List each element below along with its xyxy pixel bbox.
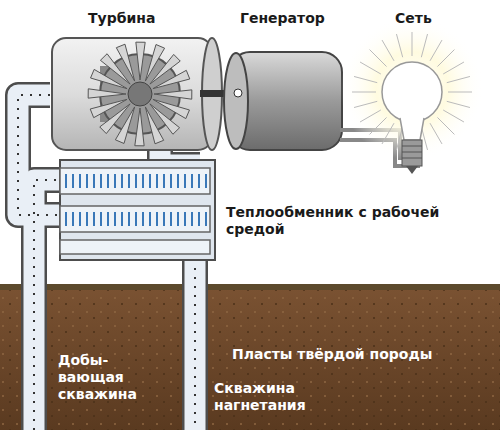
well-label: Скважина нагнетания	[214, 380, 324, 414]
heat-exchanger	[60, 160, 215, 260]
light-ray	[430, 40, 442, 61]
surface	[0, 284, 500, 290]
fin	[149, 174, 151, 188]
fin	[79, 174, 81, 188]
fin	[184, 174, 186, 188]
light-ray	[370, 50, 387, 67]
fin	[114, 212, 116, 226]
turbine-blade	[135, 108, 144, 146]
rock-texture	[0, 288, 500, 430]
fin	[191, 174, 193, 188]
part-label: Турбина	[88, 10, 198, 27]
fin	[65, 212, 67, 226]
part-label: Генератор	[240, 10, 360, 27]
turbine-blade	[153, 70, 190, 88]
fin	[198, 174, 200, 188]
turbine-blade	[90, 99, 127, 117]
fin	[72, 212, 74, 226]
fin	[100, 174, 102, 188]
generator	[224, 52, 342, 150]
light-ray	[382, 123, 394, 144]
fin	[72, 174, 74, 188]
fin	[128, 212, 130, 226]
fin	[79, 212, 81, 226]
lamp	[340, 16, 484, 174]
fin	[156, 174, 158, 188]
fin	[177, 174, 179, 188]
fin	[121, 212, 123, 226]
light-ray	[360, 110, 381, 122]
fin	[149, 212, 151, 226]
fin	[205, 212, 207, 226]
fin	[93, 212, 95, 226]
light-ray	[437, 50, 454, 67]
light-ray	[354, 76, 377, 82]
turbine	[52, 38, 222, 150]
fin	[86, 174, 88, 188]
light-ray	[448, 92, 472, 93]
light-ray	[421, 34, 427, 57]
fin	[128, 174, 130, 188]
well-label: Добы- вающая скважина	[58, 352, 140, 402]
exchanger-fins	[66, 174, 206, 226]
fin	[142, 174, 144, 188]
light-ray	[430, 123, 442, 144]
fin	[170, 174, 172, 188]
fin	[65, 174, 67, 188]
light-ray	[412, 32, 413, 56]
fin	[121, 174, 123, 188]
part-label: Теплообменник с рабочей средой	[226, 204, 466, 238]
fin	[198, 212, 200, 226]
turbine-blade	[145, 107, 163, 144]
fin	[170, 212, 172, 226]
light-ray	[370, 117, 387, 134]
fin	[177, 212, 179, 226]
fin	[163, 174, 165, 188]
turbine-blade	[136, 42, 145, 80]
fin	[114, 174, 116, 188]
fin	[142, 212, 144, 226]
fin	[93, 174, 95, 188]
fin	[163, 212, 165, 226]
ground	[0, 288, 500, 430]
light-ray	[447, 76, 470, 82]
light-ray	[437, 117, 454, 134]
fin	[107, 174, 109, 188]
fin	[135, 212, 137, 226]
turbine-blade	[116, 44, 134, 81]
layer-label: Пласты твёрдой породы	[232, 346, 482, 363]
part-label: Сеть	[395, 10, 475, 27]
fin	[135, 174, 137, 188]
light-ray	[447, 101, 470, 107]
fin	[191, 212, 193, 226]
light-ray	[396, 34, 402, 57]
turbine-blade	[88, 89, 126, 98]
turbine-blade	[154, 90, 192, 99]
light-ray	[360, 62, 381, 74]
fin	[100, 212, 102, 226]
light-ray	[352, 92, 376, 93]
light-ray	[354, 101, 377, 107]
fin	[107, 212, 109, 226]
fin	[205, 174, 207, 188]
light-ray	[443, 62, 464, 74]
fin	[156, 212, 158, 226]
light-ray	[382, 40, 394, 61]
light-ray	[443, 110, 464, 122]
fin	[86, 212, 88, 226]
fin	[184, 212, 186, 226]
